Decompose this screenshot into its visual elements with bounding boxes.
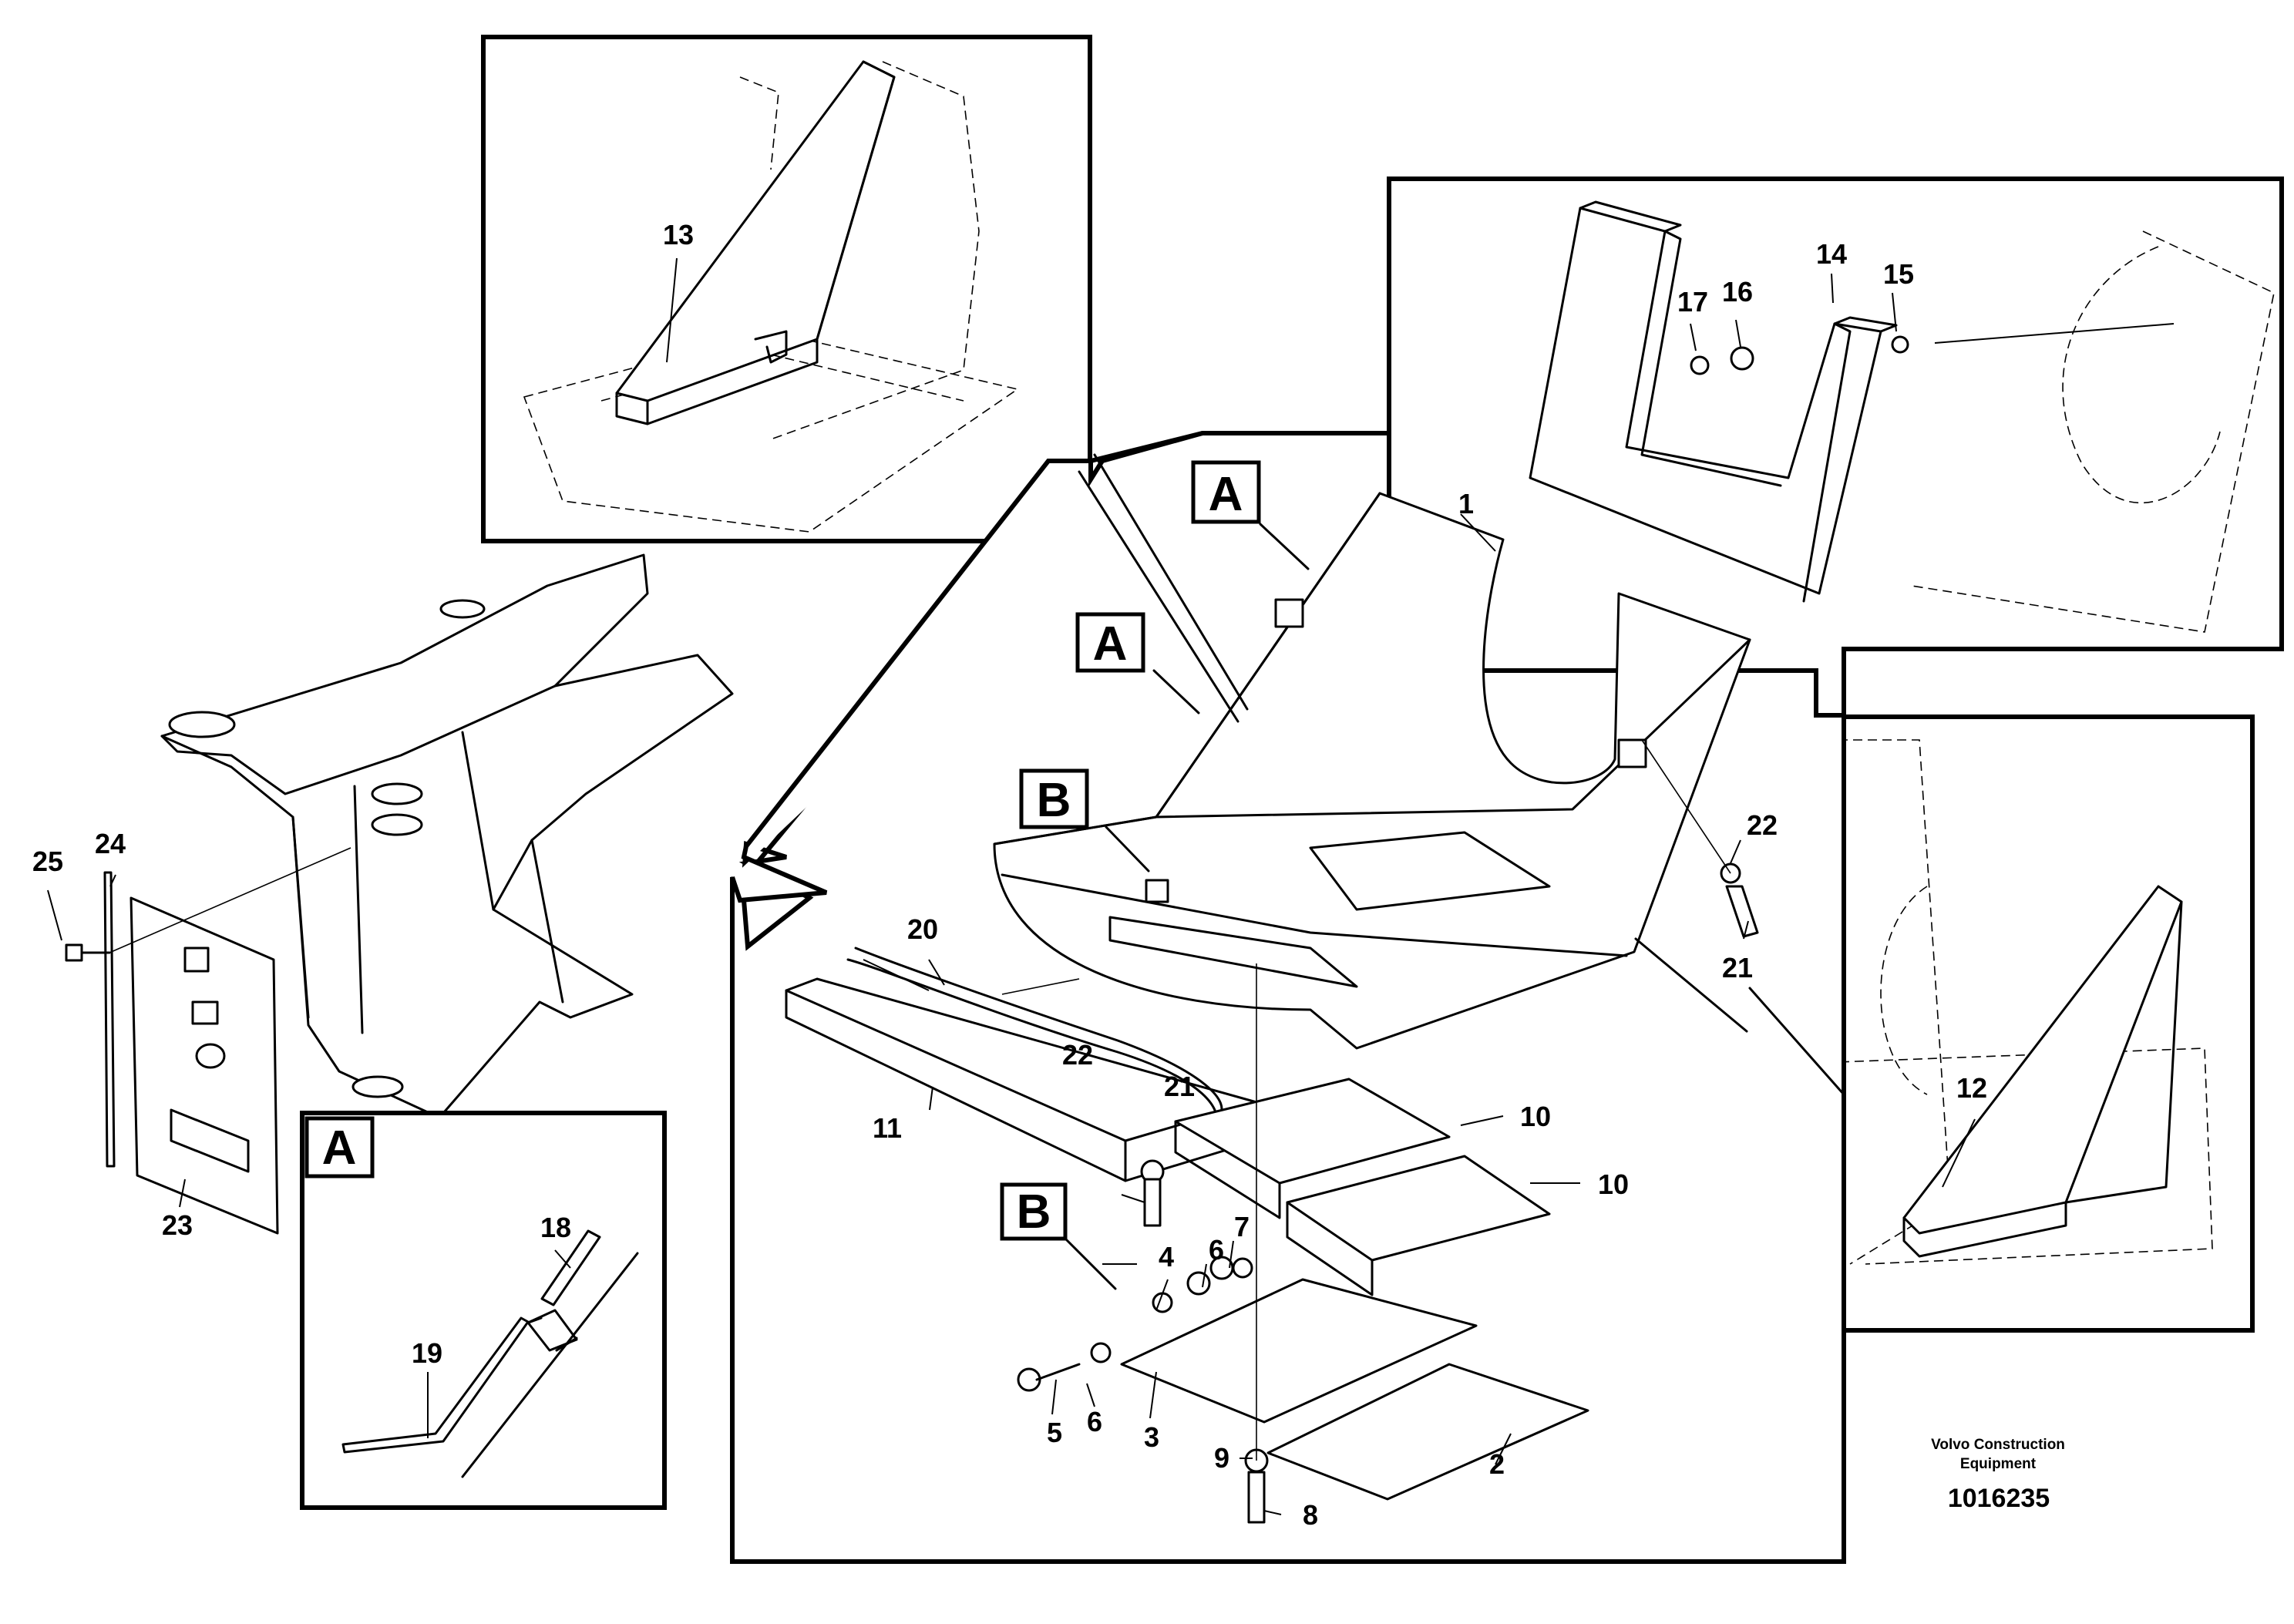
section-marker-b: B xyxy=(1037,774,1071,827)
callout-25: 25 xyxy=(32,846,63,877)
section-marker-a-box xyxy=(1075,612,1145,673)
callout-15: 15 xyxy=(1883,258,1914,290)
section-marker-b: B xyxy=(1017,1185,1051,1239)
callout-labels: 1 2 3 4 5 6 6 7 8 9 10 10 11 12 13 14 15… xyxy=(32,219,1987,1531)
leader-lines xyxy=(47,273,1897,1515)
section-marker-a-box xyxy=(1191,460,1261,524)
callout-17: 17 xyxy=(1677,286,1708,318)
callout-10: 10 xyxy=(1598,1168,1629,1200)
callout-24: 24 xyxy=(95,828,126,859)
part-23-panel xyxy=(130,896,279,1235)
callout-10: 10 xyxy=(1520,1101,1551,1132)
callout-5: 5 xyxy=(1047,1417,1062,1448)
callout-11: 11 xyxy=(873,1112,902,1144)
callout-9: 9 xyxy=(1214,1442,1229,1474)
section-marker-a: A xyxy=(1093,617,1128,671)
part-20-strip xyxy=(846,946,1223,1131)
section-marker-b-box xyxy=(1000,1182,1068,1241)
footer: Volvo Construction Equipment 1016235 xyxy=(1931,1437,2065,1513)
callout-22: 22 xyxy=(1747,809,1778,841)
callout-19: 19 xyxy=(412,1337,442,1369)
callout-2: 2 xyxy=(1489,1448,1505,1480)
callout-1: 1 xyxy=(1458,488,1474,519)
detail-inset-13 xyxy=(481,35,1092,543)
part-1-floor-plate xyxy=(993,492,1751,1050)
callout-16: 16 xyxy=(1722,276,1753,308)
callout-18: 18 xyxy=(540,1212,571,1243)
callout-8: 8 xyxy=(1303,1499,1318,1531)
publisher-line-1: Volvo Construction xyxy=(1931,1437,2065,1453)
callout-21: 21 xyxy=(1722,952,1753,983)
callout-23: 23 xyxy=(162,1209,193,1241)
callout-4: 4 xyxy=(1159,1241,1174,1273)
part-10-plates xyxy=(1174,1078,1551,1296)
callout-13: 13 xyxy=(663,219,694,250)
callout-22: 22 xyxy=(1062,1039,1093,1071)
callout-20: 20 xyxy=(907,913,938,945)
section-marker-a: A xyxy=(322,1121,357,1175)
section-marker-b-box xyxy=(1019,768,1089,829)
marker-leaders xyxy=(1062,453,1845,1290)
detail-inset-14 xyxy=(1387,177,2284,718)
callout-6: 6 xyxy=(1209,1234,1224,1266)
callout-7: 7 xyxy=(1234,1211,1250,1242)
part-24-strip xyxy=(103,871,116,1168)
part-3-base-plate xyxy=(1120,1278,1478,1424)
drawing-number: 1016235 xyxy=(1948,1484,2050,1513)
detail-inset-a xyxy=(300,1111,667,1510)
part-25-bolt xyxy=(65,847,352,962)
callout-3: 3 xyxy=(1144,1421,1159,1453)
callout-6: 6 xyxy=(1087,1406,1102,1437)
section-marker-a-box xyxy=(304,1116,375,1178)
callout-12: 12 xyxy=(1956,1072,1987,1104)
callout-14: 14 xyxy=(1816,238,1847,270)
publisher-line-2: Equipment xyxy=(1960,1456,2037,1472)
part-2-base-plate xyxy=(1266,1363,1589,1501)
section-marker-a: A xyxy=(1209,468,1243,521)
machine-frame xyxy=(160,553,734,1119)
callout-21: 21 xyxy=(1164,1071,1195,1102)
